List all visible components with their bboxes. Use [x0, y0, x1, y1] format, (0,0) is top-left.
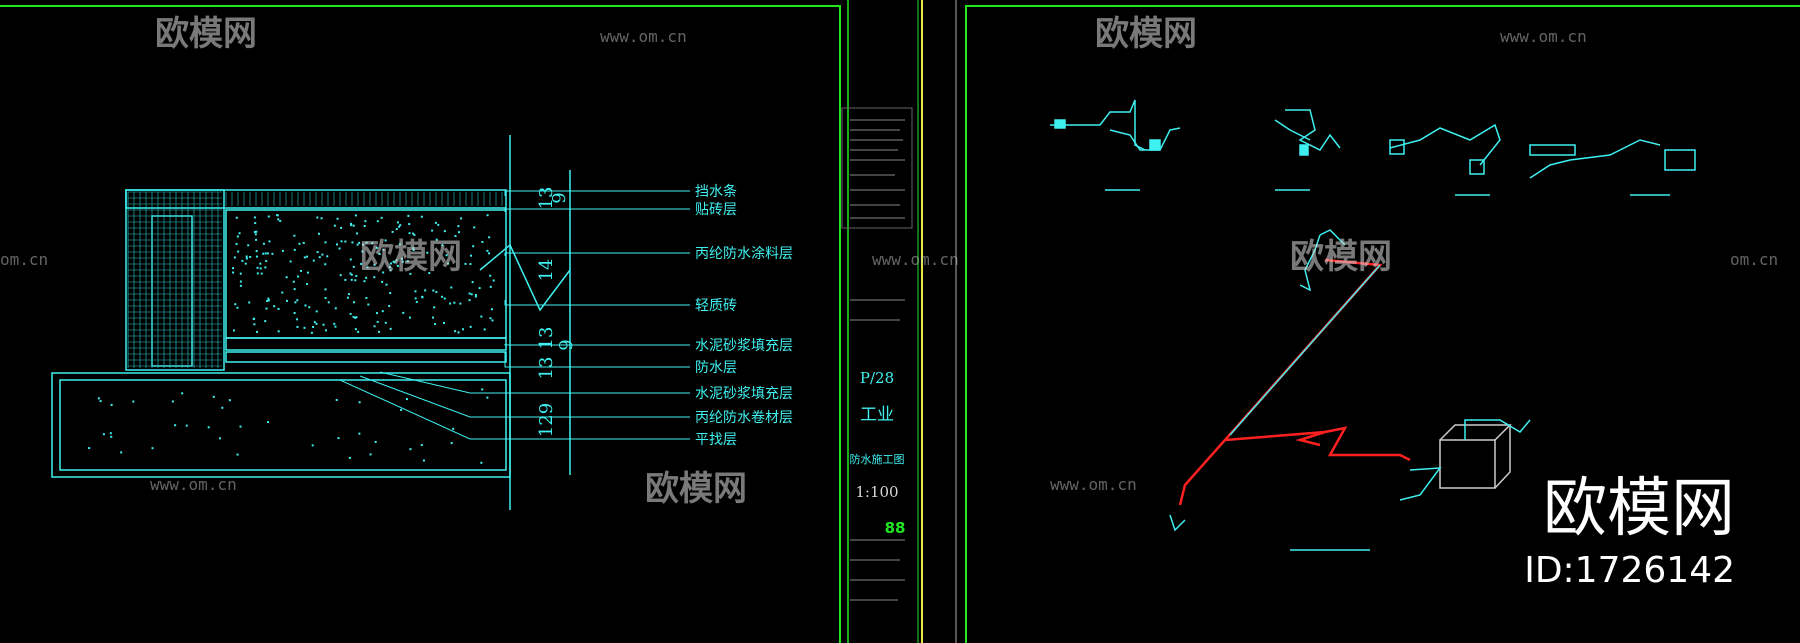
dimension-label: 9: [556, 339, 577, 350]
dimension-label: 13: [536, 357, 557, 380]
layer-label: 贴砖层: [695, 202, 737, 218]
drawing-number: 88: [885, 519, 906, 537]
leader-lines: [339, 190, 690, 440]
tile-hatch: [127, 191, 503, 368]
svg-text:www.om.cn: www.om.cn: [1500, 27, 1587, 46]
pipe-system-diagrams: [1050, 99, 1696, 292]
leader-line: [379, 371, 690, 394]
leader-line: [504, 352, 690, 368]
leader-line: [504, 208, 690, 212]
svg-text:www.om.cn: www.om.cn: [150, 475, 237, 494]
leader-line: [504, 190, 690, 196]
svg-text:om.cn: om.cn: [1730, 250, 1778, 269]
svg-text:欧模网: 欧模网: [360, 237, 462, 277]
layer-label: 平找层: [695, 432, 737, 448]
drawing-scale: 1:100: [855, 483, 898, 501]
layer-label: 水泥砂浆填充层: [695, 386, 793, 402]
drawing-name: 防水施工图: [850, 452, 905, 466]
leader-line: [504, 344, 690, 346]
dimension-label: 9: [549, 192, 570, 203]
dimension-label: 129: [536, 403, 557, 437]
floor-slab: [51, 372, 511, 478]
dimension-label: 13: [536, 187, 557, 210]
svg-text:欧模网: 欧模网: [1290, 237, 1392, 277]
leader-line: [339, 379, 690, 440]
svg-text:欧模网: 欧模网: [1095, 14, 1197, 54]
layer-label: 丙纶防水卷材层: [695, 410, 793, 426]
layer-label: 水泥砂浆填充层: [695, 338, 793, 354]
dimension-label: 13: [536, 327, 557, 350]
waterproof-section-detail: [51, 135, 571, 510]
leader-line: [504, 300, 690, 306]
watermark-logo: 欧模网 欧模网 欧模网 欧模网 欧模网: [155, 14, 1392, 509]
svg-text:om.cn: om.cn: [0, 250, 48, 269]
leader-line: [359, 375, 690, 418]
overlay-brand-name: 欧模网: [1543, 472, 1735, 546]
svg-text:www.om.cn: www.om.cn: [1050, 475, 1137, 494]
watermark-url: www.om.cn www.om.cn om.cn www.om.cn om.c…: [0, 27, 1778, 494]
layer-label: 轻质砖: [695, 298, 737, 314]
svg-text:www.om.cn: www.om.cn: [872, 250, 959, 269]
tile-wall-grid: [125, 189, 225, 371]
overlay-id: ID:1726142: [1524, 550, 1735, 591]
watermark-layer: 欧模网 欧模网 欧模网 欧模网 欧模网 www.om.cn www.om.cn …: [0, 14, 1778, 509]
svg-text:欧模网: 欧模网: [155, 14, 257, 54]
layer-label: 丙纶防水涂料层: [695, 246, 793, 262]
sheet-number: P/28: [860, 369, 894, 387]
overlay-brand: 欧模网 ID:1726142: [1524, 472, 1735, 591]
layer-label: 防水层: [695, 360, 737, 376]
layer-labels: 挡水条贴砖层丙纶防水涂料层轻质砖水泥砂浆填充层防水层水泥砂浆填充层丙纶防水卷材层…: [695, 183, 793, 448]
title-block: P/28 工业 防水施工图 1:100 88: [841, 107, 913, 601]
svg-text:www.om.cn: www.om.cn: [600, 27, 687, 46]
svg-text:欧模网: 欧模网: [645, 469, 747, 509]
layer-label: 挡水条: [695, 183, 737, 200]
aggregate-speckles: [88, 214, 495, 464]
fixtures-and-tank: [1169, 264, 1531, 551]
dimension-label: 14: [536, 259, 557, 282]
red-drain-pipe: [1178, 258, 1411, 506]
drawing-category: 工业: [860, 405, 894, 425]
leader-line: [504, 252, 690, 256]
